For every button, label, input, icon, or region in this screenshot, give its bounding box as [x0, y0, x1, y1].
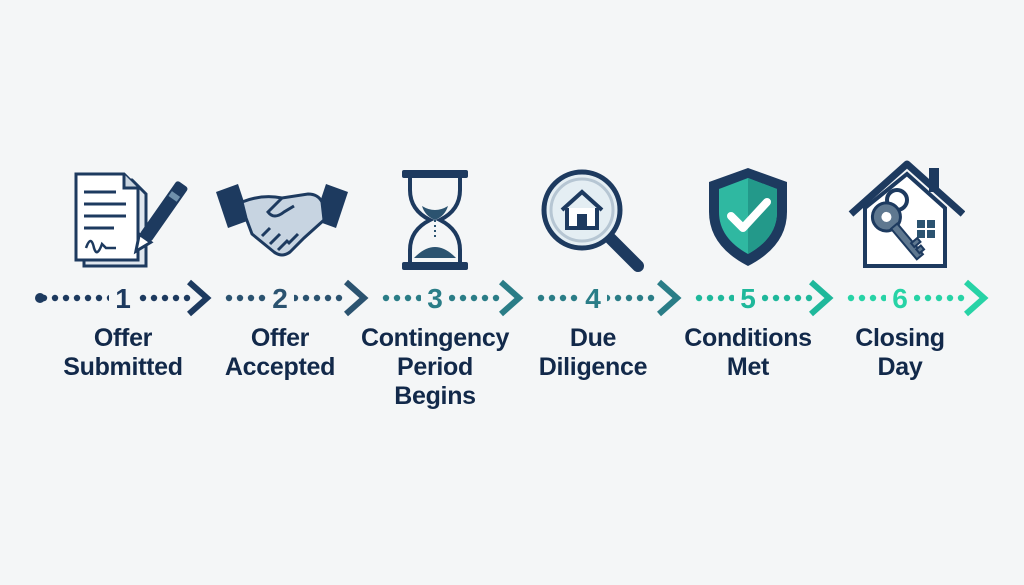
arrow-head [344, 279, 369, 317]
step-label-line: Day [877, 353, 923, 381]
track-dot [858, 294, 866, 302]
step-number-4: 4 [585, 283, 601, 314]
track-dot [847, 294, 855, 302]
track-dot [335, 294, 343, 302]
house-key-icon [848, 160, 965, 268]
step-label-line: Accepted [224, 353, 336, 381]
step-label-line: Conditions [684, 324, 812, 352]
track-dot [805, 294, 813, 302]
track-dot [51, 294, 59, 302]
track-dot [537, 294, 545, 302]
track-dot [183, 294, 191, 302]
track-dot [935, 294, 943, 302]
arrow-head [499, 279, 524, 317]
step-number-bg [886, 282, 914, 314]
track-dot [647, 294, 655, 302]
shield-check-icon [709, 168, 787, 266]
track-dot [481, 294, 489, 302]
track-dot [636, 294, 644, 302]
step-number-bg [734, 282, 762, 314]
step-number-1: 1 [115, 283, 131, 314]
track-dot [62, 294, 70, 302]
track-dot [172, 294, 180, 302]
contract-pen-icon [74, 172, 188, 268]
step-label-line: Closing [855, 324, 945, 352]
track-dot [913, 294, 921, 302]
track-dot [415, 294, 423, 302]
track-dot [957, 294, 965, 302]
track-dot [869, 294, 877, 302]
track-dot [161, 294, 169, 302]
step-label-line: Due [569, 324, 617, 352]
step-number-5: 5 [740, 283, 756, 314]
track-dot [924, 294, 932, 302]
track-dot [625, 294, 633, 302]
step-number-bg [266, 282, 294, 314]
step-label-line: Submitted [63, 353, 183, 381]
track-start-cap [35, 293, 45, 303]
track-dot [448, 294, 456, 302]
track-dot [302, 294, 310, 302]
track-dot [717, 294, 725, 302]
step-number-bg [421, 282, 449, 314]
step-label-3: Contingency Period Begins [345, 324, 525, 411]
step-number-bg [109, 282, 137, 314]
track-dot [313, 294, 321, 302]
track-dot [324, 294, 332, 302]
step-label-line: Offer [93, 324, 153, 352]
track-dot [695, 294, 703, 302]
track-dot [236, 294, 244, 302]
arrow-head [809, 279, 834, 317]
track-dot [470, 294, 478, 302]
track-dot [139, 294, 147, 302]
track-dot [794, 294, 802, 302]
handshake-icon [216, 184, 348, 257]
track-dot [225, 294, 233, 302]
track-dot [570, 294, 578, 302]
track-dot [614, 294, 622, 302]
step-number-6: 6 [892, 283, 908, 314]
step-label-line: Diligence [538, 353, 648, 381]
track-dot [382, 294, 390, 302]
step-label-6: Closing Day [810, 324, 990, 382]
house-magnifier-icon [541, 169, 644, 272]
track-dot [559, 294, 567, 302]
track-dot [880, 294, 888, 302]
track-dot [150, 294, 158, 302]
step-label-2: Offer Accepted [190, 324, 370, 382]
track-dot [95, 294, 103, 302]
step-number-3: 3 [427, 283, 443, 314]
track-dot [548, 294, 556, 302]
step-label-line: Offer [250, 324, 310, 352]
track-dot [393, 294, 401, 302]
arrow-head [187, 279, 212, 317]
track-dot [73, 294, 81, 302]
hourglass-icon [402, 170, 468, 270]
step-number-bg [579, 282, 607, 314]
step-label-1: Offer Submitted [33, 324, 213, 382]
step-number-2: 2 [272, 283, 288, 314]
step-label-line: Begins [394, 382, 476, 410]
track-dot [706, 294, 714, 302]
track-dot [459, 294, 467, 302]
step-label-line: Period [397, 353, 473, 381]
track-dot [492, 294, 500, 302]
step-label-line: Met [726, 353, 770, 381]
track-dot [247, 294, 255, 302]
arrow-head [657, 279, 682, 317]
track-dot [783, 294, 791, 302]
track-dot [761, 294, 769, 302]
arrow-head [964, 279, 989, 317]
step-label-4: Due Diligence [503, 324, 683, 382]
track-dot [728, 294, 736, 302]
track-dot [946, 294, 954, 302]
track-dot [258, 294, 266, 302]
track-dot [84, 294, 92, 302]
track-dot [404, 294, 412, 302]
step-label-5: Conditions Met [658, 324, 838, 382]
track-dot [772, 294, 780, 302]
step-label-line: Contingency [360, 324, 510, 352]
